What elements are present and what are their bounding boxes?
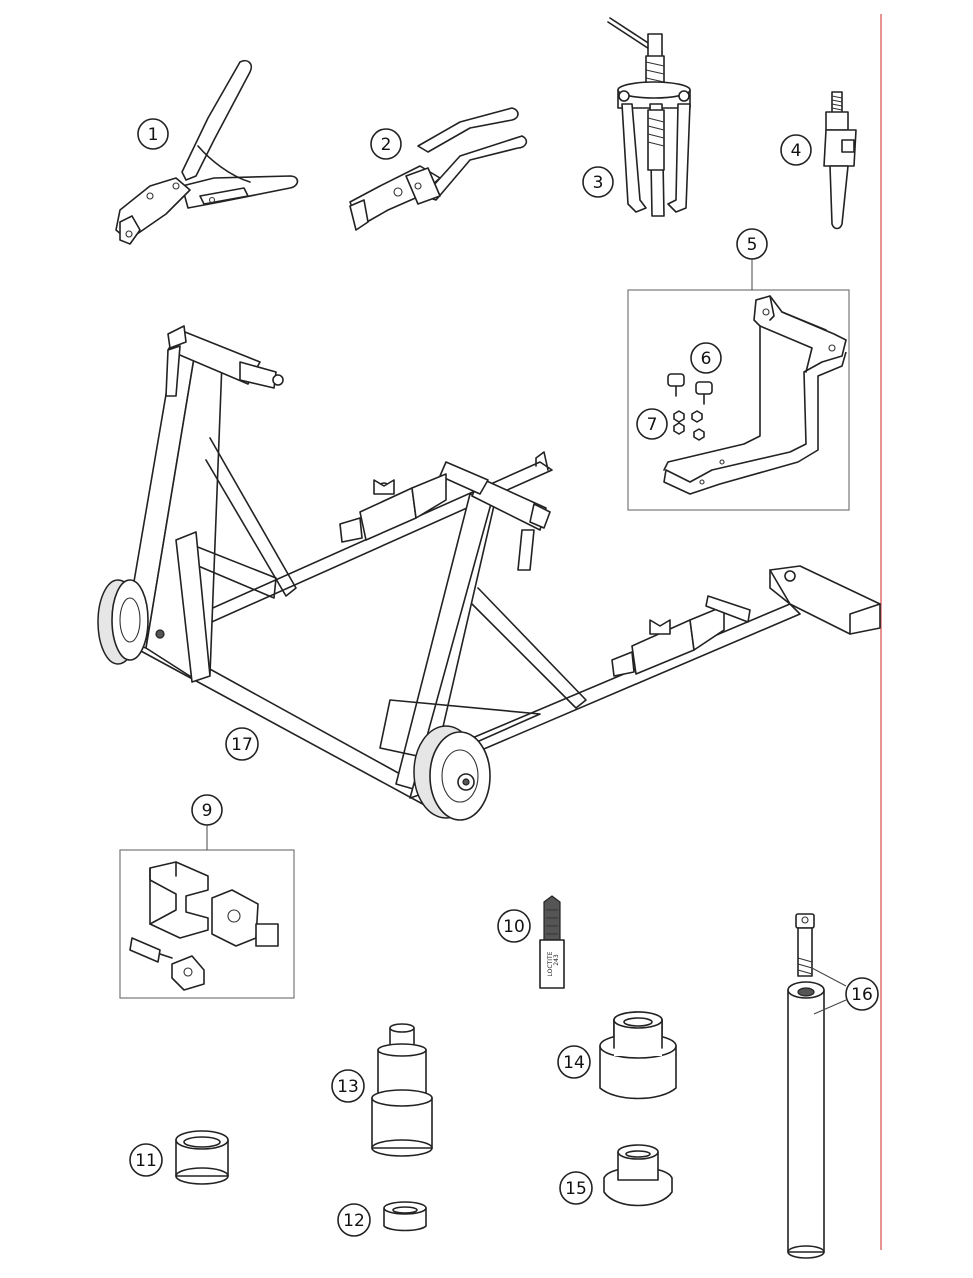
pressing-ring (175, 1130, 229, 1185)
callout-17: 17 (225, 727, 259, 761)
callout-10-label: 10 (503, 917, 525, 937)
callout-1-label: 1 (148, 125, 159, 145)
callout-12-label: 12 (343, 1211, 365, 1231)
callout-16-label: 16 (851, 985, 873, 1005)
bracket-nuts (673, 410, 705, 441)
engine-bracket-frame-box (627, 289, 850, 511)
callout-3: 3 (582, 166, 614, 198)
hose-clamp-pliers (115, 59, 299, 245)
callout-11: 11 (129, 1143, 163, 1177)
callout-9-label: 9 (202, 801, 213, 821)
callout-17-label: 17 (231, 735, 253, 755)
engine-holding-bracket (663, 295, 847, 495)
callout-6: 6 (690, 342, 722, 374)
press-sleeve (603, 1144, 673, 1207)
callout-14-label: 14 (563, 1053, 585, 1073)
callout-15: 15 (559, 1171, 593, 1205)
three-jaw-puller (607, 17, 691, 217)
callout-5: 5 (736, 228, 768, 260)
callout-5-label: 5 (747, 235, 758, 255)
callout-1: 1 (137, 118, 169, 150)
callout-2-label: 2 (381, 135, 392, 155)
callout-13-label: 13 (337, 1077, 359, 1097)
callout-7: 7 (636, 408, 668, 440)
callout-2: 2 (370, 128, 402, 160)
bearing-extractor-insert (823, 91, 857, 230)
callout-7-label: 7 (647, 415, 658, 435)
loctite-code-label: 243 (553, 954, 560, 966)
callout-9: 9 (191, 794, 223, 826)
callout-15-label: 15 (565, 1179, 587, 1199)
callout-3-label: 3 (593, 173, 604, 193)
callout-11-label: 11 (135, 1151, 157, 1171)
bearing-drift (371, 1023, 433, 1157)
callout-13: 13 (331, 1069, 365, 1103)
spring-compressor-tube-with-bolt (787, 913, 847, 1259)
small-cap (383, 1201, 427, 1232)
loctite-brand-label: LOCTITE (547, 951, 554, 976)
callout-4-label: 4 (791, 141, 802, 161)
motorcycle-work-stand (97, 325, 881, 821)
callout-4: 4 (780, 134, 812, 166)
callout-12: 12 (337, 1203, 371, 1237)
callout-14: 14 (557, 1045, 591, 1079)
loctite-tube: LOCTITE 243 (539, 895, 565, 989)
fork-adapter-set (129, 861, 279, 991)
callout-6-label: 6 (701, 349, 712, 369)
callout-16: 16 (845, 977, 879, 1011)
callout-10: 10 (497, 909, 531, 943)
bracket-screws (667, 373, 713, 405)
stepped-press-tool (599, 1011, 677, 1100)
crimping-pliers (349, 107, 528, 231)
